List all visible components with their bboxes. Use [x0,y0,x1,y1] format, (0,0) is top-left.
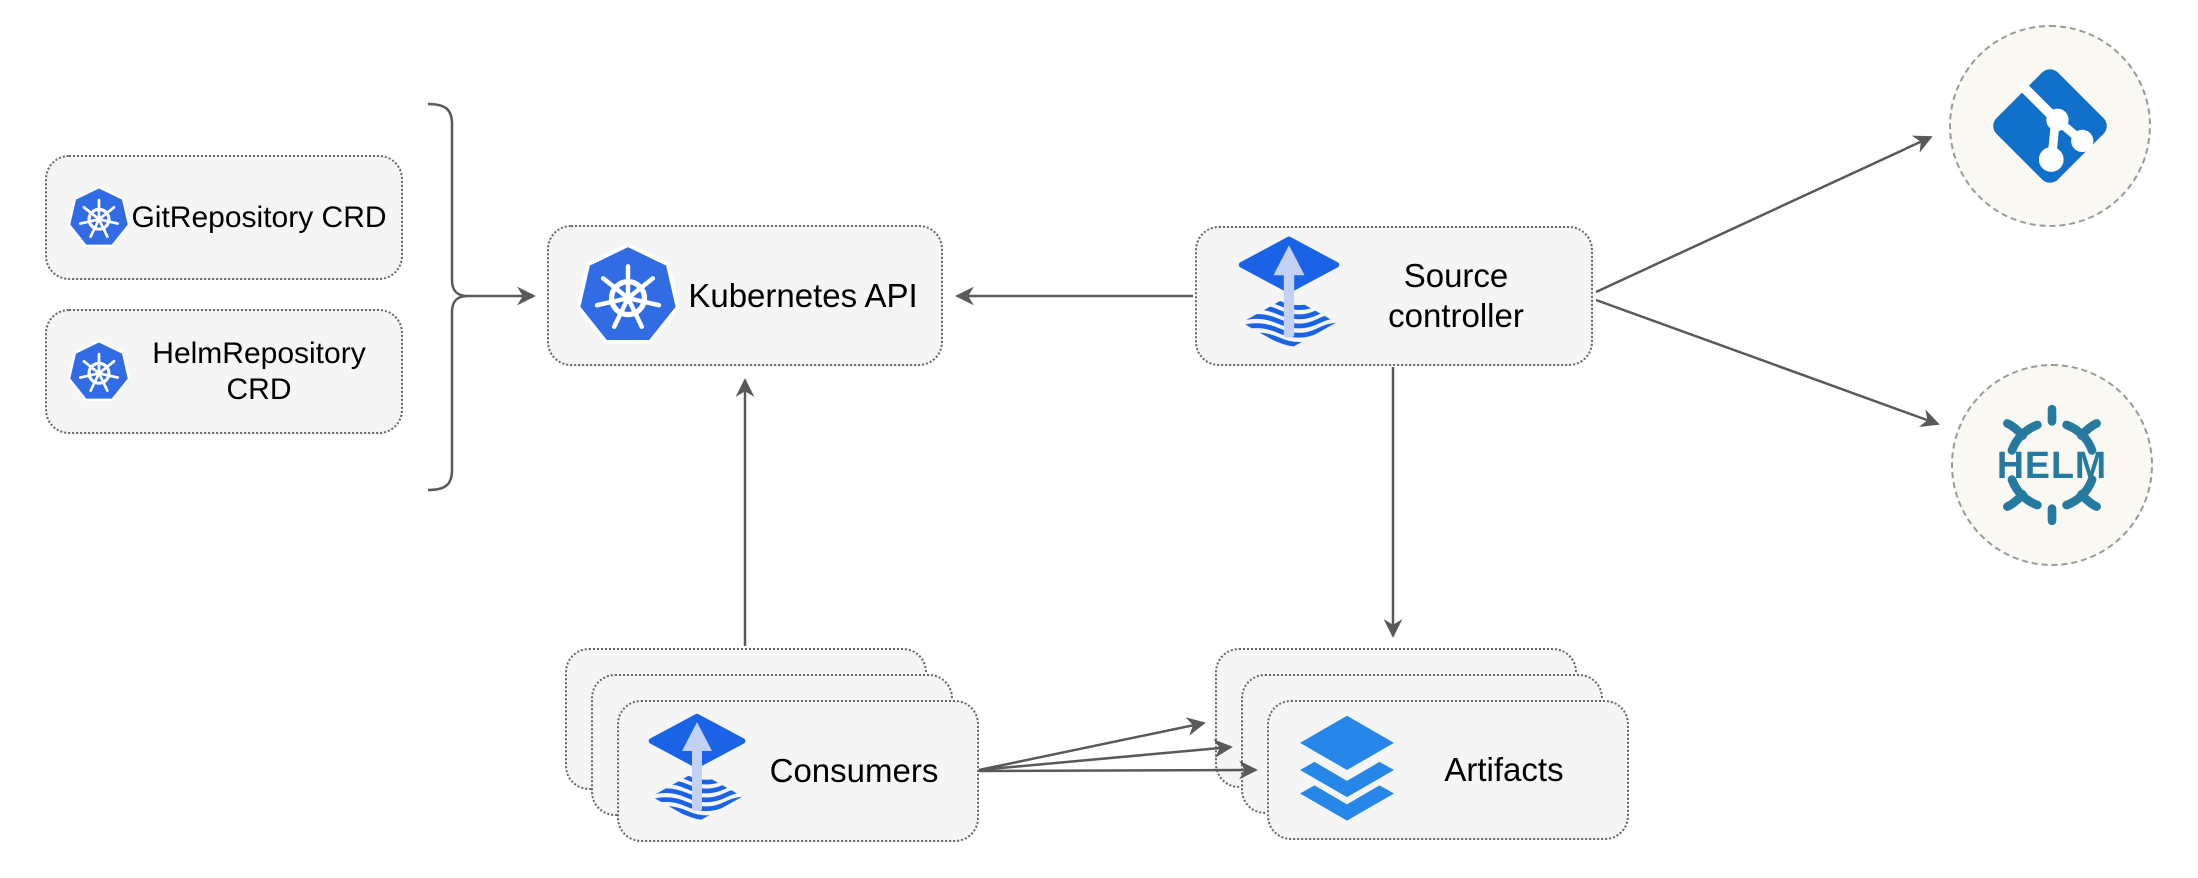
node-helm-endpoint: HELM [1951,364,2153,566]
helm-icon: HELM [1997,404,2107,526]
git-icon [1988,64,2112,188]
kubernetes-icon [67,186,131,250]
kubernetes-icon [575,243,681,349]
node-label: Kubernetes API [688,276,918,314]
node-gitrepository-crd: GitRepository CRD [45,155,403,280]
helm-logo-text: HELM [1997,444,2107,486]
node-git-endpoint [1949,25,2151,227]
edge-source-to-helm [1595,298,1940,428]
node-helmrepository-crd: HelmRepository CRD [45,309,403,434]
node-kubernetes-api: Kubernetes API [547,225,943,366]
node-consumers: Consumers [617,700,979,842]
node-label: Consumers [769,752,939,790]
node-source-controller: Source controller [1195,226,1593,366]
kubernetes-icon [67,340,131,404]
node-label: HelmRepository CRD [152,336,366,406]
edge-consumers-to-artifacts-3 [978,760,1258,780]
edge-consumers-to-artifacts-1 [978,717,1206,772]
edge-source-to-git [1595,135,1933,294]
flux-source-icon [1237,236,1341,356]
edge-consumers-to-artifacts-2 [978,739,1233,772]
node-label: Source controller [1388,257,1524,334]
node-label: Artifacts [1444,751,1564,789]
node-label: GitRepository CRD [131,200,387,234]
edge-crds-bracket [427,102,469,492]
flux-source-icon [647,713,747,829]
layers-icon [1297,714,1397,826]
node-artifacts: Artifacts [1267,700,1629,840]
